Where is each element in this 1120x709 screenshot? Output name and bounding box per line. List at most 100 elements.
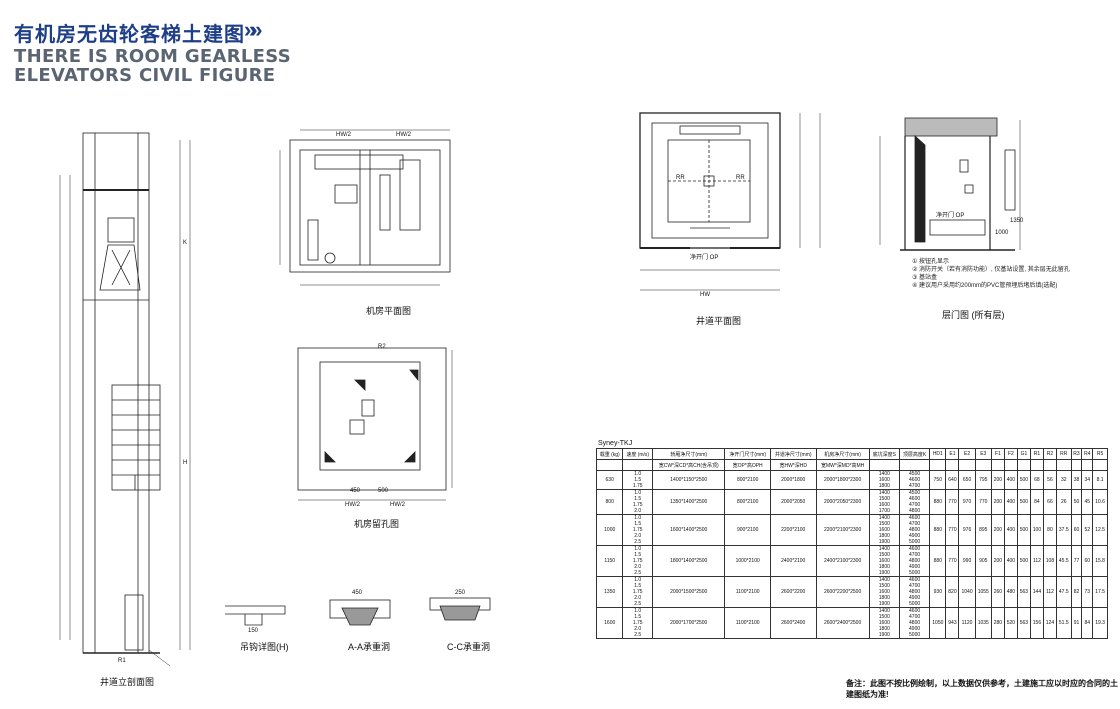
dim-rr-right: RR <box>736 175 745 181</box>
table-cell: 8.1 <box>1092 470 1108 490</box>
table-header-cell: RR <box>1055 448 1072 460</box>
spec-table: 载重 (kg)速度 (m/s)轿厢净尺寸(mm)净开门尺寸(mm)井道净尺寸(m… <box>595 448 1108 639</box>
machine-holes-caption: 机房留孔图 <box>354 519 400 529</box>
table-subheader-cell: 宽MW*深MD*高MH <box>815 459 870 471</box>
table-header-cell: 净开门尺寸(mm) <box>724 448 771 460</box>
table-cell: 56 <box>1042 470 1057 490</box>
table-cell: 800 <box>595 489 624 515</box>
table-header-cell: 井道净尺寸(mm) <box>769 448 817 460</box>
table-cell: 2600*2200*2500 <box>815 576 870 608</box>
hoistway-plan-caption: 井道平面图 <box>696 316 742 326</box>
machine-plan-caption: 机房平面图 <box>366 306 412 316</box>
table-cell: 108 <box>1042 545 1057 577</box>
table-header-cell: 顶层高度K <box>898 448 931 460</box>
table-cell: 34 <box>1081 470 1094 490</box>
table-cell: 500 <box>1016 489 1031 515</box>
table-cell: 563 <box>1016 607 1031 639</box>
table-cell: 1000 <box>595 514 624 546</box>
table-cell: 770 <box>945 489 960 515</box>
table-header-cell: R1 <box>1029 448 1044 460</box>
table-cell: 45 <box>1081 489 1094 515</box>
page-title: 有机房无齿轮客梯土建图 <box>14 24 245 46</box>
table-cell: 1350*1400*2500 <box>652 489 726 515</box>
table-cell: 73 <box>1081 576 1094 608</box>
table-cell: 1050 <box>929 607 947 639</box>
table-cell: 1100*2100 <box>724 576 771 608</box>
table-cell: 38 <box>1070 470 1083 490</box>
table-cell: 4500 4600 4700 4800 <box>898 489 931 515</box>
dim-hw-half-left: HW/2 <box>336 132 351 138</box>
table-cell: 905 <box>974 545 992 577</box>
table-cell: 200 <box>990 489 1005 515</box>
table-cell: 260 <box>990 576 1005 608</box>
table-cell: 630 <box>595 470 624 490</box>
table-cell: 51.5 <box>1055 607 1072 639</box>
table-cell: 1035 <box>974 607 992 639</box>
table-cell: 2000*1800 <box>769 470 817 490</box>
table-cell: 520 <box>1003 607 1018 639</box>
table-cell: 32 <box>1055 470 1072 490</box>
door-note-3: ③ 基站盒 <box>912 275 938 281</box>
table-cell: 4600 4700 4800 4900 5000 <box>898 576 931 608</box>
table-subheader-cell <box>1029 459 1044 471</box>
table-cell: 750 <box>929 470 947 490</box>
table-cell: 280 <box>990 607 1005 639</box>
table-subheader-cell <box>1042 459 1057 471</box>
dim-500: 500 <box>378 488 389 494</box>
table-cell: 1.0 1.5 1.75 2.0 2.5 <box>622 607 654 639</box>
table-subheader-cell <box>595 459 624 471</box>
table-cell: 1400 1500 1600 1800 1900 <box>868 576 900 608</box>
table-cell: 400 <box>1003 470 1018 490</box>
table-header-cell: F2 <box>1003 448 1018 460</box>
door-note-4: ④ 建议用户采用约200mm的PVC管预埋后堵后填(选配) <box>912 283 1058 289</box>
dim-op: 净开门 OP <box>690 255 719 261</box>
table-header-cell: R2 <box>1042 448 1057 460</box>
machine-room-holes-drawing <box>297 347 453 501</box>
table-cell: 1000*2100 <box>724 545 771 577</box>
table-subheader-cell <box>622 459 654 471</box>
table-subheader-cell <box>1003 459 1018 471</box>
table-subheader-cell <box>990 459 1005 471</box>
table-cell: 500 <box>1016 470 1031 490</box>
table-cell: 1600*1400*2500 <box>652 514 726 546</box>
table-header-cell: HD1 <box>929 448 947 460</box>
dim-rr-left: RR <box>676 175 685 181</box>
table-subheader-cell <box>1092 459 1108 471</box>
table-cell: 112 <box>1042 576 1057 608</box>
table-cell: 91 <box>1070 607 1083 639</box>
table-cell: 4500 4600 4700 <box>898 470 931 490</box>
dim-op-door: 净开门 OP <box>936 213 965 219</box>
table-cell: 795 <box>974 470 992 490</box>
table-cell: 976 <box>958 514 976 546</box>
table-cell: 1350 <box>595 576 624 608</box>
table-cell: 37.5 <box>1055 514 1072 546</box>
table-cell: 112 <box>1029 545 1044 577</box>
table-subheader-cell <box>1016 459 1031 471</box>
dim-1350: 1350 <box>1010 218 1024 224</box>
table-subheader-cell <box>1070 459 1083 471</box>
table-cell: 880 <box>929 514 947 546</box>
table-brand: Syney-TKJ <box>598 440 633 447</box>
table-subheader-cell <box>1081 459 1094 471</box>
table-cell: 80 <box>1042 514 1057 546</box>
table-cell: 100 <box>1029 514 1044 546</box>
table-cell: 60 <box>1081 545 1094 577</box>
subtitle-line-2: ELEVATORS CIVIL FIGURE <box>14 65 276 86</box>
table-cell: 1400 1600 1800 <box>868 470 900 490</box>
dim-r2: R2 <box>378 344 386 350</box>
table-cell: 880 <box>929 489 947 515</box>
table-cell: 2000*1700*2500 <box>652 607 726 639</box>
table-cell: 895 <box>974 514 992 546</box>
table-cell: 800*2100 <box>724 470 771 490</box>
table-cell: 1.0 1.5 1.75 2.0 <box>622 489 654 515</box>
table-subheader-cell: 宽CW*深CD*高CH(含吊顶) <box>652 459 726 471</box>
table-cell: 4600 4700 4800 4900 5000 <box>898 545 931 577</box>
table-cell: 10.6 <box>1092 489 1108 515</box>
table-subheader-cell <box>868 459 900 471</box>
door-figure-drawing <box>879 117 1021 251</box>
table-header-cell: R3 <box>1070 448 1083 460</box>
table-cell: 820 <box>945 576 960 608</box>
